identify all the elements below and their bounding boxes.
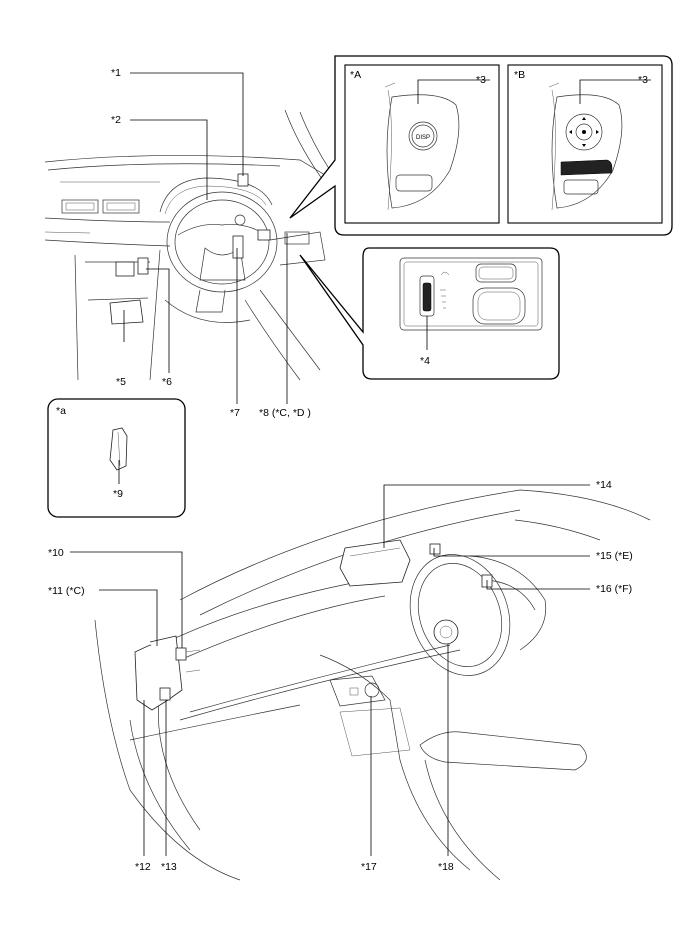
disp-switch-label: DISP: [416, 135, 430, 141]
inset-A-label: *A: [350, 69, 361, 81]
callout-10: *10: [48, 547, 64, 559]
inset-a-label: *a: [56, 405, 66, 417]
callout-6: *6: [162, 376, 172, 388]
callout-9: *9: [113, 488, 123, 500]
callout-3-B: *3: [638, 74, 648, 86]
callout-13: *13: [161, 861, 177, 873]
callout-16: *16 (*F): [596, 583, 632, 595]
inset-steering-switches: DISP: [289, 55, 673, 236]
inset-a: [47, 398, 186, 518]
callout-5: *5: [116, 376, 126, 388]
callout-18: *18: [438, 861, 454, 873]
callout-15: *15 (*E): [596, 550, 633, 562]
inset-B-label: *B: [514, 69, 525, 81]
callout-7: *7: [230, 407, 240, 419]
callout-11: *11 (*C): [48, 585, 85, 597]
dashboard-front-view: [44, 109, 341, 381]
callout-2: *2: [111, 114, 121, 126]
leader-lines-upper: [123, 72, 288, 404]
callout-12: *12: [135, 861, 151, 873]
callout-17: *17: [361, 861, 377, 873]
callout-14: *14: [596, 479, 612, 491]
callout-4: *4: [420, 355, 430, 367]
leader-lines-inset: [417, 79, 651, 104]
leader-lines-lower: [70, 484, 590, 856]
callout-1: *1: [111, 67, 121, 79]
callout-3-A: *3: [476, 74, 486, 86]
inset-dimmer-switch: [299, 247, 560, 380]
interior-side-view: [94, 489, 651, 881]
callout-8: *8 (*C, *D ): [259, 407, 311, 419]
